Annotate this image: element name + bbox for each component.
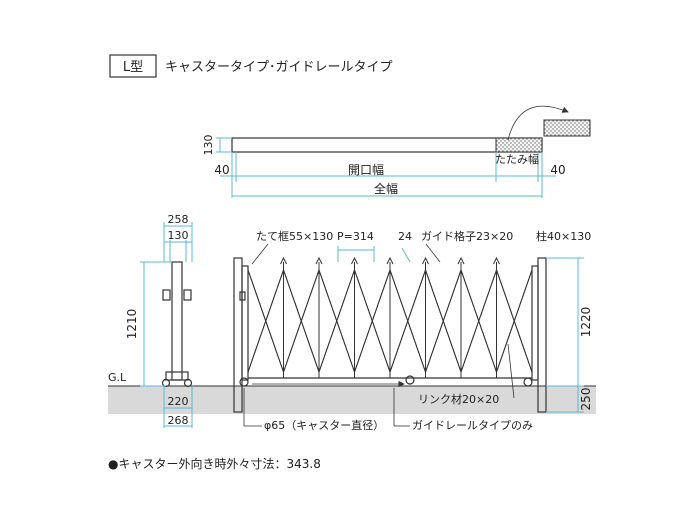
guide-bar-label: ガイド格子23×20 bbox=[421, 229, 513, 243]
guide-bar-cap bbox=[386, 256, 394, 265]
fold-arrow-icon bbox=[507, 105, 569, 141]
footnote: ●キャスター外向き時外々寸法：343.8 bbox=[108, 456, 321, 471]
pitch-label: P=314 bbox=[337, 230, 374, 243]
right-caster bbox=[523, 377, 533, 387]
diagram-title: キャスタータイプ･ガイドレールタイプ bbox=[165, 60, 393, 75]
front-height-label: 1220 bbox=[579, 307, 593, 338]
lattice-strut bbox=[389, 269, 426, 373]
lattice-strut bbox=[460, 269, 497, 373]
offset-label: 24 bbox=[398, 230, 412, 243]
lattice bbox=[247, 269, 533, 373]
guide-bar-cap bbox=[493, 256, 500, 265]
pillar-label: 柱40×130 bbox=[536, 229, 591, 243]
ground-area bbox=[108, 386, 596, 414]
lattice-strut bbox=[425, 269, 462, 373]
guide-bar-cap bbox=[457, 256, 465, 265]
plan-right-margin: 40 bbox=[550, 163, 565, 177]
left-caster bbox=[239, 377, 249, 387]
plan-view: 130 40 開口幅 たたみ幅 40 全幅 bbox=[202, 105, 591, 198]
right-stile bbox=[531, 265, 539, 381]
center-caster bbox=[405, 375, 415, 385]
side-base-width: 220 bbox=[168, 395, 189, 408]
side-caster-right bbox=[183, 378, 193, 388]
side-foot-width: 268 bbox=[168, 414, 189, 427]
folded-width-label: たたみ幅 bbox=[495, 153, 539, 166]
guide-bar-cap bbox=[280, 256, 287, 265]
plan-left-margin: 40 bbox=[214, 163, 229, 177]
stile-label: たて框55×130 bbox=[256, 230, 333, 243]
guide-bars bbox=[280, 256, 500, 378]
left-stile bbox=[241, 265, 249, 381]
side-post-width: 130 bbox=[168, 229, 189, 242]
side-top-width: 258 bbox=[168, 213, 189, 226]
plan-folded-section bbox=[495, 137, 543, 153]
lattice-strut bbox=[318, 269, 355, 373]
guide-bar-cap bbox=[351, 256, 358, 265]
guide-bar-cap bbox=[315, 256, 323, 265]
side-post bbox=[171, 261, 183, 381]
front-view: たて框55×130 P=314 24 ガイド格子23×20 柱40×130 12… bbox=[233, 229, 593, 432]
type-badge: L型 bbox=[123, 60, 143, 75]
plan-folded-stack bbox=[543, 119, 591, 137]
link-material-label: リンク材20×20 bbox=[418, 392, 499, 406]
side-view: 258 130 1210 220 268 bbox=[125, 213, 193, 428]
lattice-strut bbox=[283, 269, 320, 373]
lattice-strut bbox=[247, 269, 284, 373]
header: L型 キャスタータイプ･ガイドレールタイプ bbox=[109, 54, 393, 78]
type-badge-box bbox=[109, 54, 157, 78]
lattice-strut bbox=[496, 269, 533, 373]
lattice-strut bbox=[354, 269, 391, 373]
opening-width-label: 開口幅 bbox=[348, 162, 384, 177]
ground-level-label: G.L bbox=[108, 371, 127, 384]
underground-depth-label: 250 bbox=[579, 388, 593, 411]
guide-bar-cap bbox=[422, 256, 429, 265]
plan-height-label: 130 bbox=[202, 135, 215, 156]
side-height-label: 1210 bbox=[125, 309, 139, 340]
total-width-label: 全幅 bbox=[374, 181, 398, 196]
guide-rail-label: ガイドレールタイプのみ bbox=[412, 419, 533, 432]
caster-diameter-label: φ65（キャスター直径） bbox=[264, 418, 384, 432]
